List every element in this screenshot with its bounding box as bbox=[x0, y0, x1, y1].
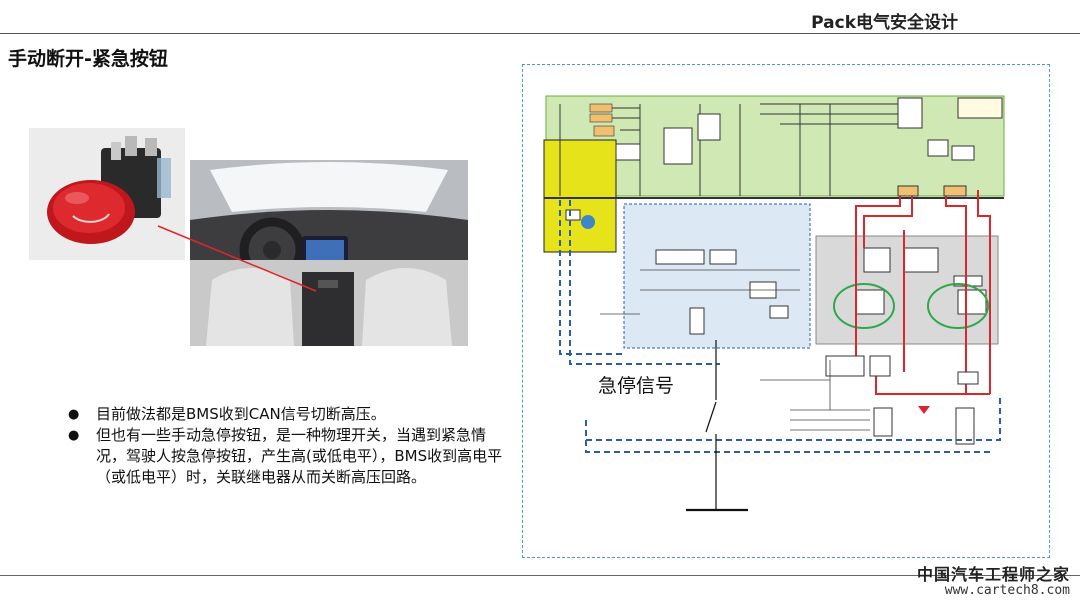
slide-title: 手动断开-紧急按钮 bbox=[8, 48, 168, 70]
emergency-button-photo bbox=[29, 128, 185, 260]
diagram-frame bbox=[522, 64, 1050, 558]
watermark-text: 中国汽车工程师之家 bbox=[916, 565, 1070, 584]
bullet-item: 目前做法都是BMS收到CAN信号切断高压。 bbox=[68, 404, 508, 425]
bullet-list: 目前做法都是BMS收到CAN信号切断高压。 但也有一些手动急停按钮，是一种物理开… bbox=[68, 404, 508, 488]
footer-rule bbox=[0, 575, 1080, 576]
bullet-item: 但也有一些手动急停按钮，是一种物理开关，当遇到紧急情况，驾驶人按急停按钮，产生高… bbox=[68, 425, 508, 488]
estop-signal-label: 急停信号 bbox=[598, 375, 675, 397]
watermark-url: www.cartech8.com bbox=[944, 583, 1070, 598]
header-rule bbox=[0, 33, 1080, 34]
header-title: Pack电气安全设计 bbox=[811, 13, 958, 33]
